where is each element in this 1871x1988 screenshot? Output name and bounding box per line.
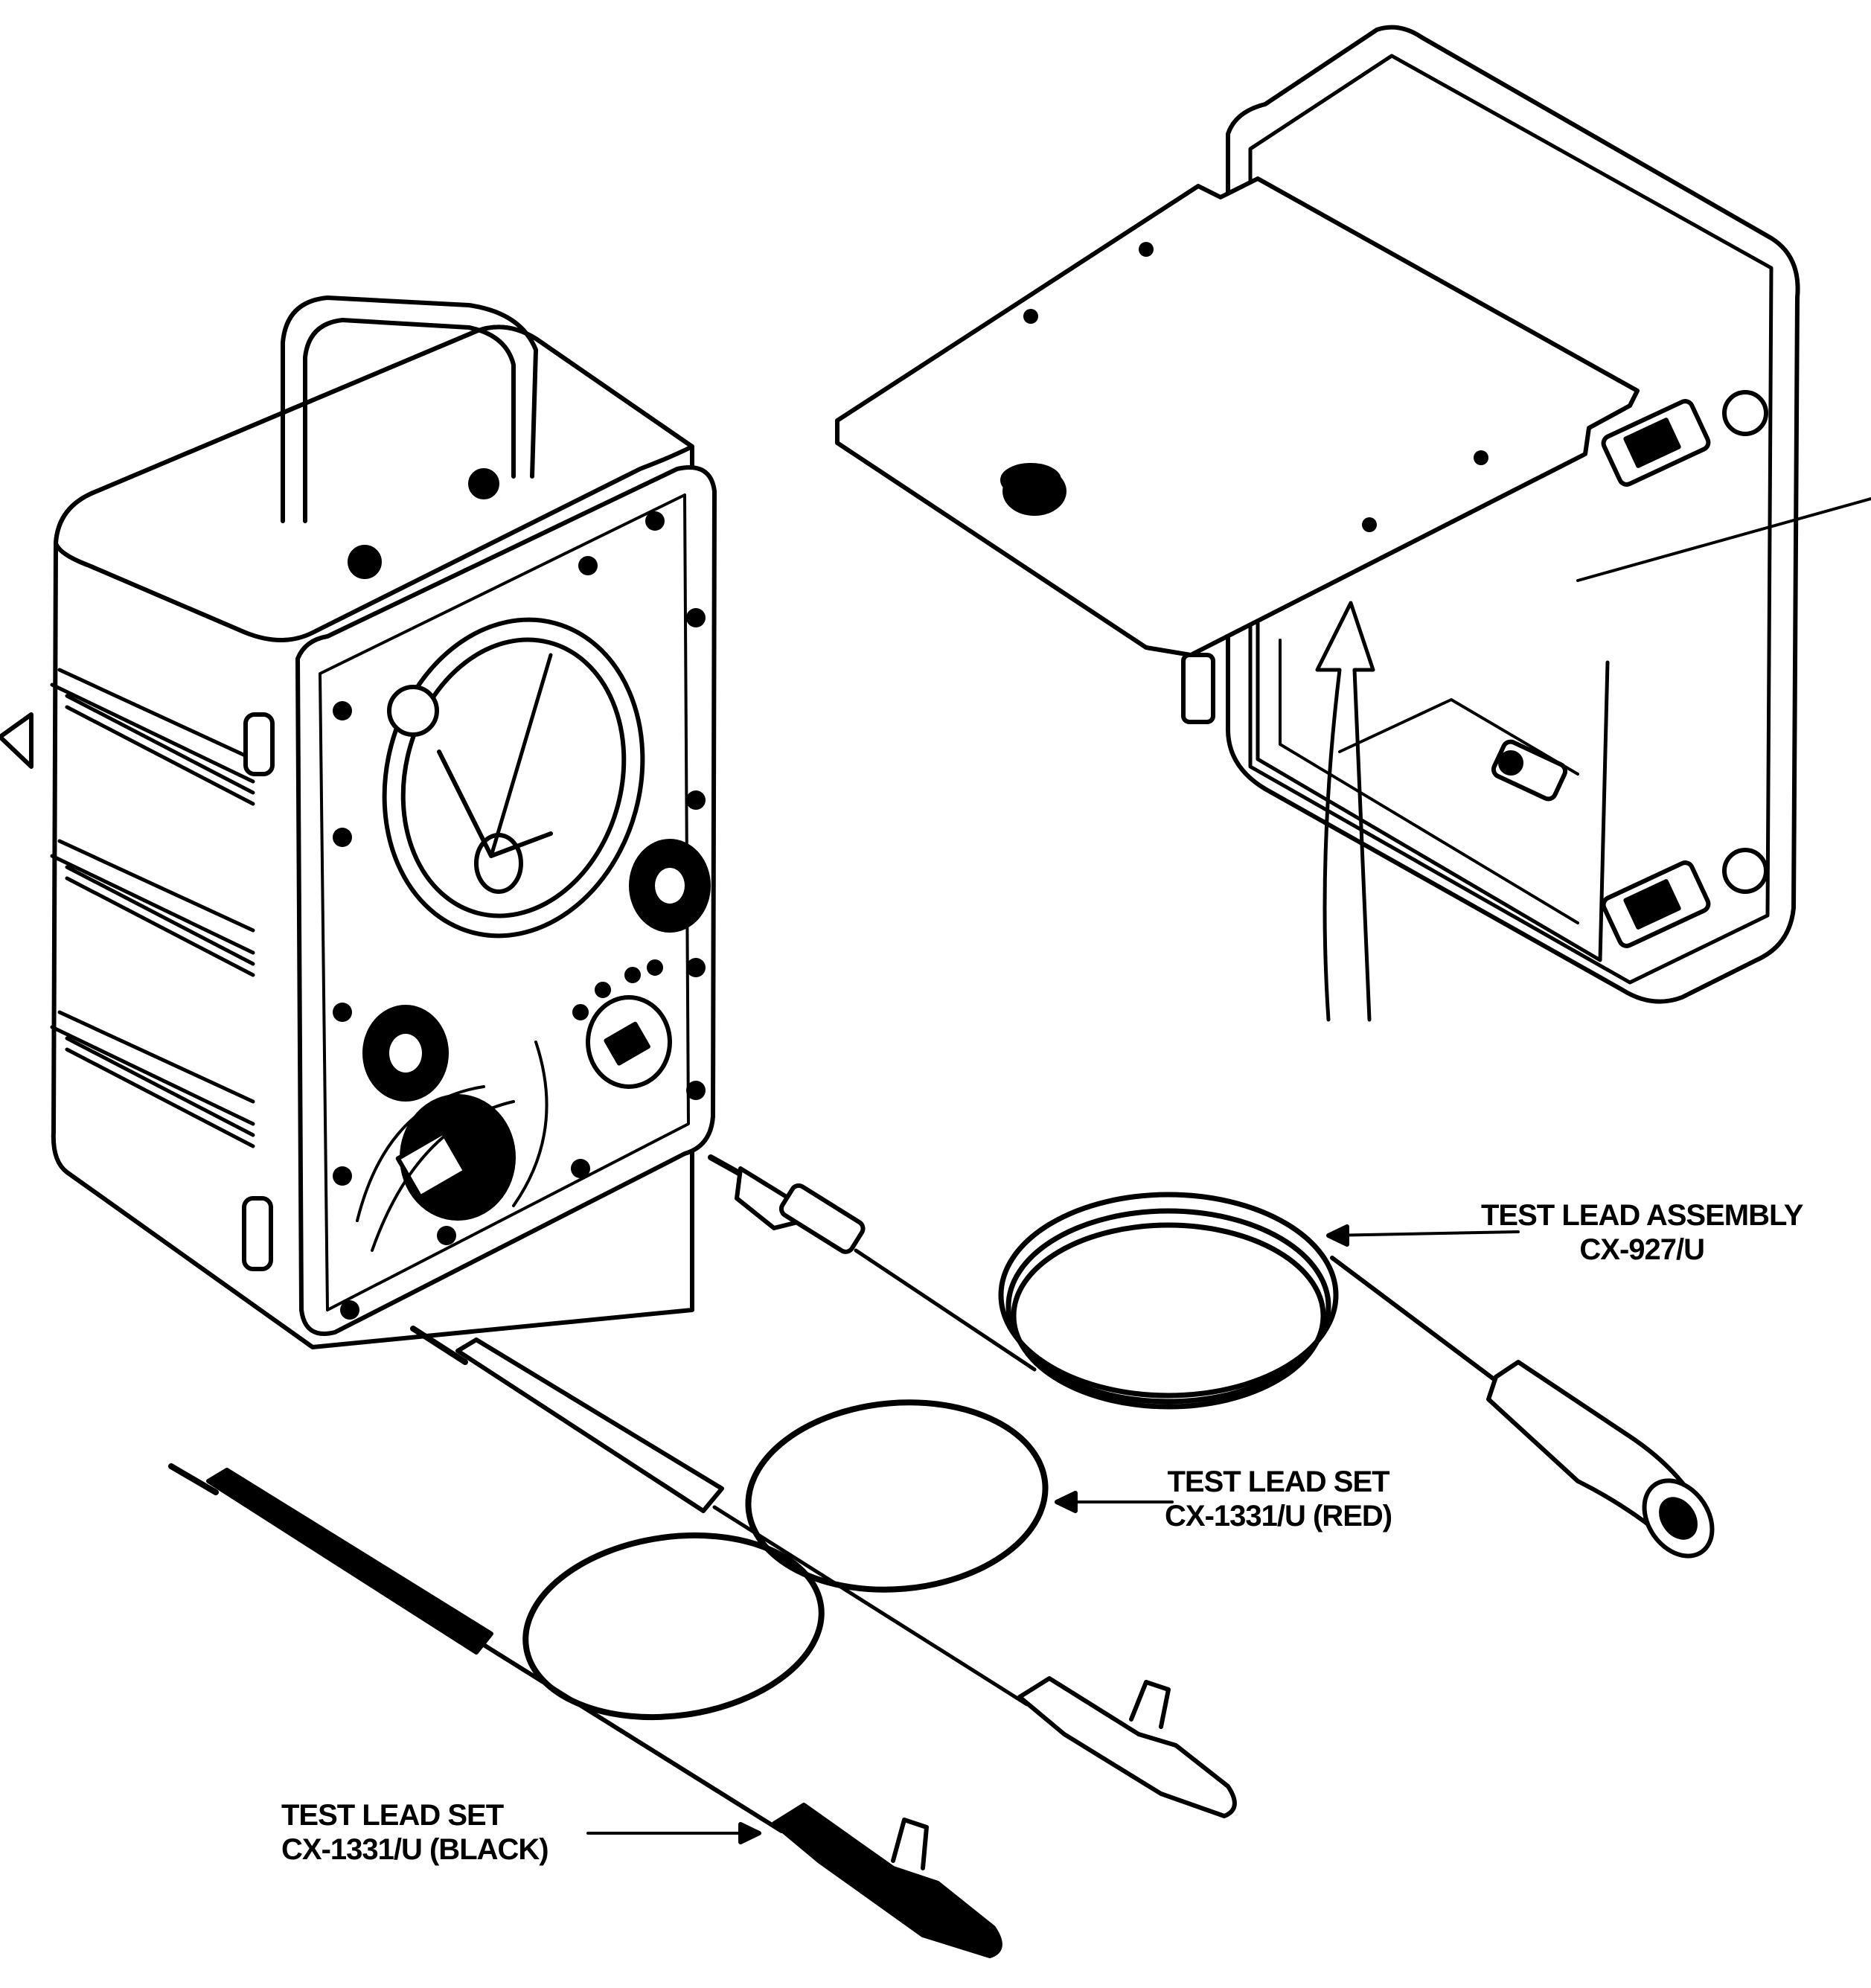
red-probe-body bbox=[455, 1337, 724, 1513]
multimeter-unit bbox=[0, 295, 717, 1349]
red-lead-wire bbox=[712, 1505, 1029, 1707]
red-alligator-clip bbox=[1017, 1676, 1237, 1818]
label-test-lead-assembly-line2: CX-927/U bbox=[1579, 1233, 1705, 1266]
case-lid-panel bbox=[835, 176, 1640, 657]
case-leader-line bbox=[1576, 497, 1871, 582]
test-lead-set-black bbox=[168, 1463, 1002, 1958]
triangle-mark bbox=[0, 712, 33, 769]
label-test-lead-set-black-line1: TEST LEAD SET bbox=[281, 1799, 504, 1832]
range-knob-left bbox=[362, 1005, 449, 1102]
meter-needle bbox=[489, 653, 553, 858]
probe-ferrule bbox=[778, 1183, 866, 1254]
case-catch bbox=[1491, 739, 1568, 802]
case-rim bbox=[1248, 54, 1774, 985]
black-probe-body bbox=[206, 1468, 493, 1655]
lid-holes bbox=[1023, 242, 1488, 532]
carry-handle bbox=[281, 295, 538, 579]
label-test-lead-set-black-line2: CX-1331/U (BLACK) bbox=[281, 1833, 549, 1866]
label-test-lead-assembly-line1: TEST LEAD ASSEMBLY bbox=[1481, 1199, 1803, 1232]
zero-adjust-knob bbox=[387, 685, 439, 737]
test-lead-assembly bbox=[708, 1154, 1715, 1559]
side-grooves bbox=[50, 668, 255, 1148]
assembly-leader-arrow bbox=[1327, 1230, 1520, 1237]
black-alligator-clip bbox=[772, 1803, 1002, 1958]
black-lead-wire bbox=[482, 1643, 784, 1833]
label-test-lead-set-black: TEST LEAD SET CX-1331/U (BLACK) bbox=[281, 1798, 549, 1867]
case-latch-lower bbox=[1601, 848, 1768, 948]
test-lead-set-red bbox=[410, 1326, 1237, 1818]
label-test-lead-assembly: TEST LEAD ASSEMBLY CX-927/U bbox=[1481, 1198, 1803, 1267]
label-test-lead-set-red-line2: CX-1331/U (RED) bbox=[1165, 1500, 1392, 1532]
carrying-case bbox=[835, 25, 1871, 1022]
black-coiled-cable bbox=[522, 1532, 825, 1721]
label-test-lead-set-red: TEST LEAD SET CX-1331/U (RED) bbox=[1165, 1465, 1392, 1533]
red-probe-tip bbox=[410, 1326, 468, 1365]
case-latch-upper bbox=[1601, 390, 1768, 487]
case-interior bbox=[1256, 616, 1610, 962]
side-latch-lower bbox=[242, 1196, 273, 1271]
meter-front-panel-inner bbox=[319, 493, 690, 1311]
lead-wire-upper bbox=[854, 1248, 1037, 1372]
selector-switch bbox=[572, 959, 672, 1089]
insertion-arrow bbox=[1315, 601, 1375, 1022]
adjust-knob-right bbox=[629, 839, 711, 933]
red-coiled-cable bbox=[745, 1399, 1049, 1593]
meter-dial bbox=[382, 617, 645, 939]
coiled-cable bbox=[998, 1192, 1339, 1410]
side-latch-upper bbox=[243, 712, 275, 776]
panel-screws bbox=[333, 511, 706, 1320]
case-clip-left bbox=[1181, 653, 1215, 724]
lead-wire-connector bbox=[1330, 1256, 1513, 1394]
lid-knob bbox=[1000, 463, 1066, 516]
black-probe-tip bbox=[168, 1463, 219, 1495]
function-switch bbox=[356, 1041, 548, 1252]
label-test-lead-set-red-line1: TEST LEAD SET bbox=[1167, 1466, 1389, 1498]
